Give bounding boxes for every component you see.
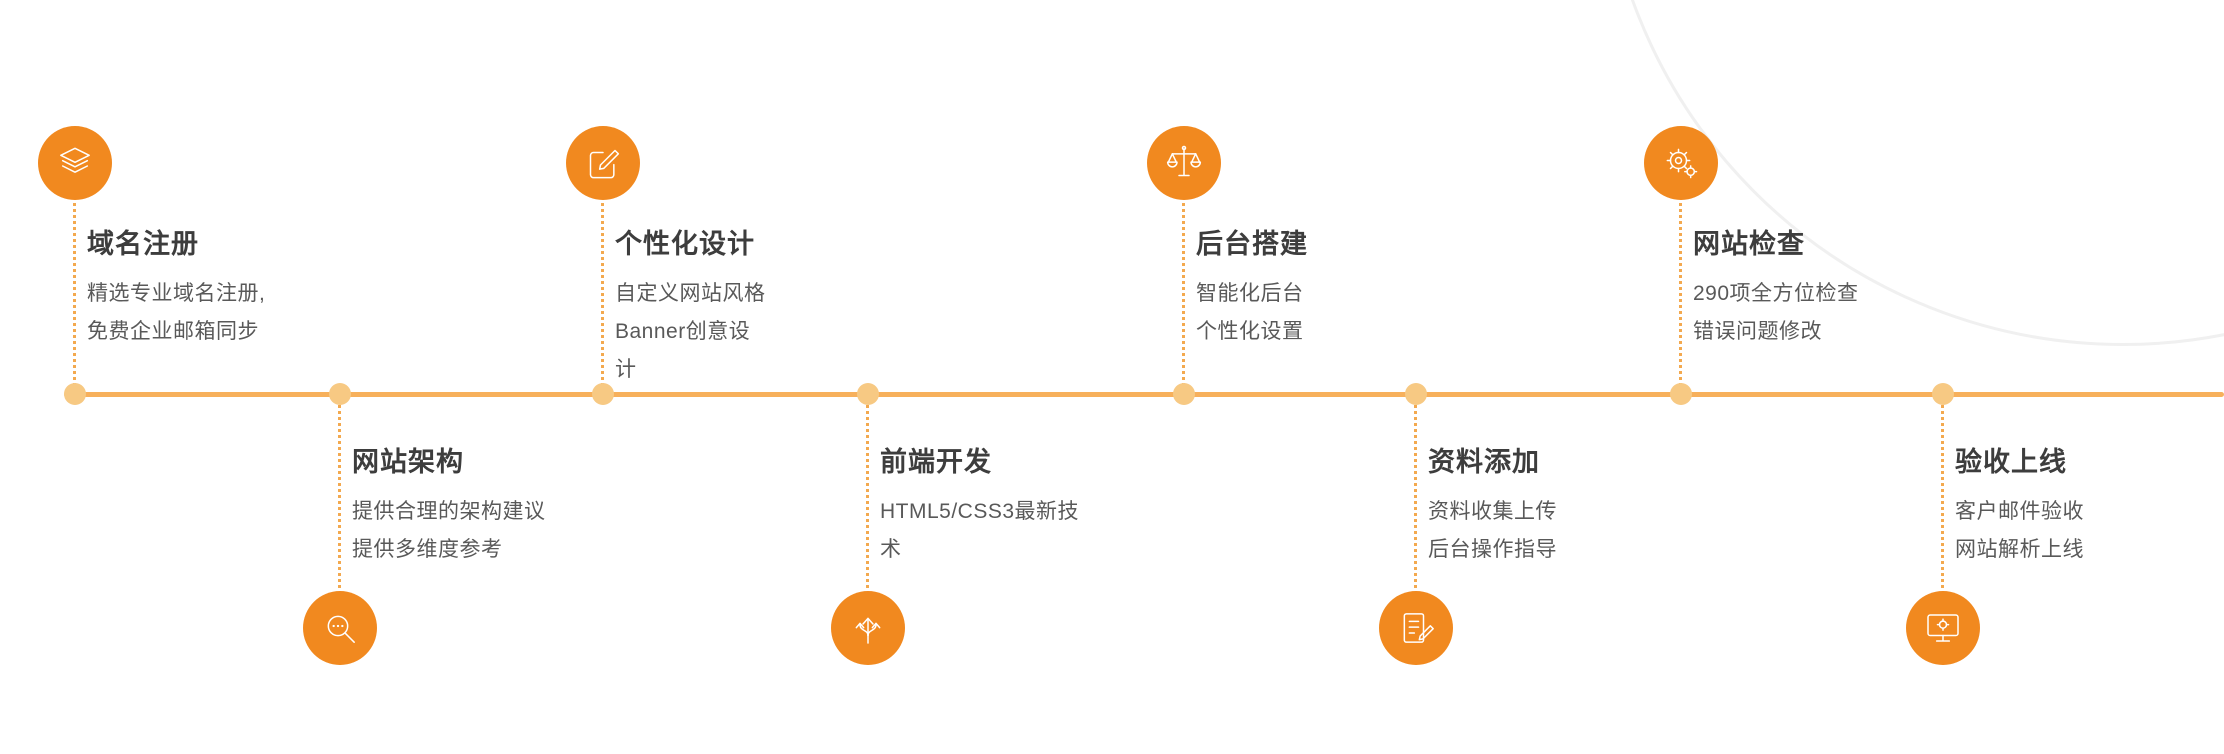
step-title: 后台搭建 (1196, 229, 1308, 259)
step-desc-line: 错误问题修改 (1693, 320, 1822, 343)
timeline-dot (64, 383, 86, 405)
connector-dotted-line (1414, 400, 1417, 588)
step-title: 域名注册 (87, 229, 199, 259)
step-icon-circle (38, 126, 112, 200)
timeline-dot (1670, 383, 1692, 405)
step-icon-circle (1147, 126, 1221, 200)
step-icon-circle (1379, 591, 1453, 665)
timeline-dot (857, 383, 879, 405)
step-desc-line: Banner创意设 (615, 320, 751, 343)
branch-arrows-icon (848, 608, 888, 648)
connector-dotted-line (866, 400, 869, 588)
step-desc-line: 免费企业邮箱同步 (87, 320, 259, 343)
step-desc-line: 客户邮件验收 (1955, 500, 2084, 523)
timeline-dot (1932, 383, 1954, 405)
balance-scale-icon (1164, 143, 1204, 183)
connector-dotted-line (601, 203, 604, 386)
step-title: 网站架构 (352, 447, 464, 477)
monitor-gear-icon (1923, 608, 1963, 648)
connector-dotted-line (73, 203, 76, 386)
step-desc-line: 个性化设置 (1196, 320, 1304, 343)
step-icon-circle (831, 591, 905, 665)
magnifier-icon (320, 608, 360, 648)
step-desc-line: HTML5/CSS3最新技 (880, 500, 1080, 523)
connector-dotted-line (1941, 400, 1944, 588)
timeline-dot (592, 383, 614, 405)
timeline-dot (329, 383, 351, 405)
connector-dotted-line (338, 400, 341, 588)
step-desc-line: 提供合理的架构建议 (352, 500, 546, 523)
step-desc-line: 资料收集上传 (1428, 500, 1557, 523)
step-desc-line: 智能化后台 (1196, 282, 1304, 305)
step-icon-circle (566, 126, 640, 200)
step-desc-line: 后台操作指导 (1428, 538, 1557, 561)
timeline-dot (1405, 383, 1427, 405)
step-icon-circle (1906, 591, 1980, 665)
step-desc-line: 提供多维度参考 (352, 538, 503, 561)
step-icon-circle (1644, 126, 1718, 200)
step-desc-line: 术 (880, 538, 902, 561)
timeline-dot (1173, 383, 1195, 405)
step-desc-line: 精选专业域名注册, (87, 282, 266, 305)
step-icon-circle (303, 591, 377, 665)
step-title: 前端开发 (880, 447, 992, 477)
connector-dotted-line (1679, 203, 1682, 386)
step-desc-line: 计 (615, 358, 637, 381)
connector-dotted-line (1182, 203, 1185, 386)
layers-icon (55, 143, 95, 183)
step-desc-line: 290项全方位检查 (1693, 282, 1859, 305)
step-desc-line: 自定义网站风格 (615, 282, 766, 305)
step-title: 验收上线 (1955, 447, 2067, 477)
step-title: 网站检查 (1693, 229, 1805, 259)
step-desc-line: 网站解析上线 (1955, 538, 2084, 561)
timeline-line (64, 392, 2224, 397)
step-title: 资料添加 (1428, 447, 1540, 477)
gears-icon (1661, 143, 1701, 183)
edit-compose-icon (583, 143, 623, 183)
step-title: 个性化设计 (615, 229, 755, 259)
document-edit-icon (1396, 608, 1436, 648)
